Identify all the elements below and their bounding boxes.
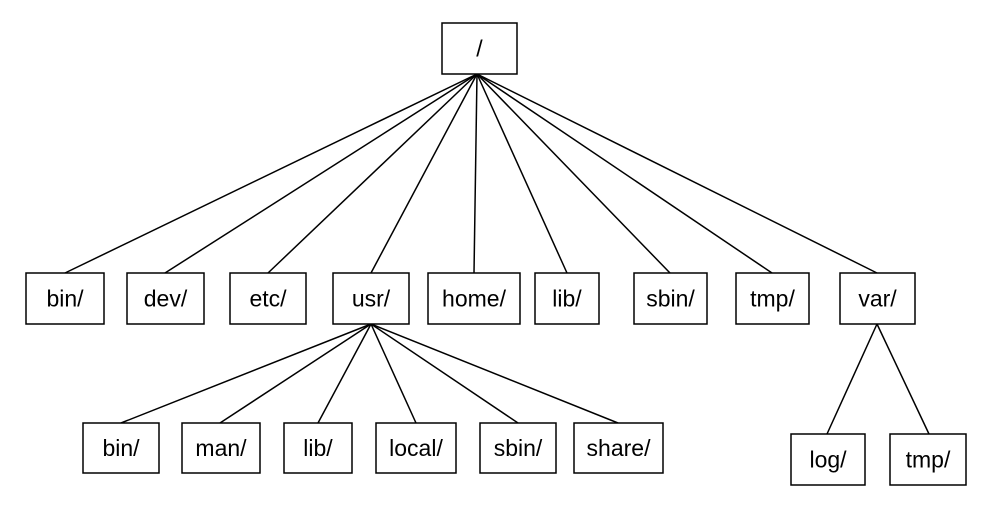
- node-label: etc/: [249, 286, 287, 312]
- edge-root-usr: [370, 73, 478, 274]
- node-usr-sbin: sbin/: [479, 422, 557, 474]
- node-usr-share: share/: [573, 422, 664, 474]
- edge-root-bin: [64, 73, 478, 274]
- node-usr-lib: lib/: [283, 422, 353, 474]
- node-usr-man: man/: [181, 422, 261, 474]
- node-label: man/: [195, 435, 247, 461]
- edge-usr-man: [219, 323, 372, 424]
- edge-usr-local: [370, 323, 417, 424]
- node-label: lib/: [303, 435, 333, 461]
- node-usr: usr/: [332, 272, 410, 325]
- node-label: usr/: [352, 286, 391, 312]
- node-home: home/: [427, 272, 521, 325]
- node-root: /: [441, 22, 518, 75]
- edge-root-home: [473, 73, 478, 274]
- node-label: local/: [389, 435, 443, 461]
- node-label: home/: [442, 286, 507, 312]
- tree-edges: [64, 73, 930, 435]
- node-dev: dev/: [126, 272, 205, 325]
- node-label: lib/: [552, 286, 582, 312]
- node-var-tmp: tmp/: [889, 433, 967, 486]
- node-label: bin/: [46, 286, 84, 312]
- node-label: var/: [858, 286, 897, 312]
- node-label: bin/: [102, 435, 140, 461]
- edge-root-tmp: [476, 73, 773, 274]
- node-lib: lib/: [534, 272, 600, 325]
- node-usr-local: local/: [375, 422, 457, 474]
- node-label: tmp/: [906, 447, 951, 473]
- node-bin: bin/: [25, 272, 105, 325]
- edge-usr-sbin: [370, 323, 519, 424]
- edge-var-tmp: [876, 323, 930, 435]
- node-sbin: sbin/: [633, 272, 708, 325]
- edge-usr-share: [370, 323, 619, 424]
- node-label: /: [476, 36, 483, 62]
- edge-usr-bin: [120, 323, 372, 424]
- node-label: dev/: [144, 286, 188, 312]
- node-tmp: tmp/: [735, 272, 810, 325]
- edge-root-dev: [164, 73, 478, 274]
- edge-var-log: [826, 323, 878, 435]
- node-label: sbin/: [494, 435, 543, 461]
- node-label: share/: [587, 435, 652, 461]
- node-label: tmp/: [750, 286, 795, 312]
- node-var-log: log/: [790, 433, 866, 486]
- node-usr-bin: bin/: [82, 422, 160, 474]
- edge-root-lib: [476, 73, 568, 274]
- node-etc: etc/: [229, 272, 307, 325]
- node-label: log/: [809, 447, 847, 473]
- edge-root-var: [476, 73, 878, 274]
- node-var: var/: [839, 272, 916, 325]
- edge-root-sbin: [476, 73, 671, 274]
- edge-root-etc: [267, 73, 478, 274]
- edge-usr-lib: [317, 323, 372, 424]
- node-label: sbin/: [646, 286, 695, 312]
